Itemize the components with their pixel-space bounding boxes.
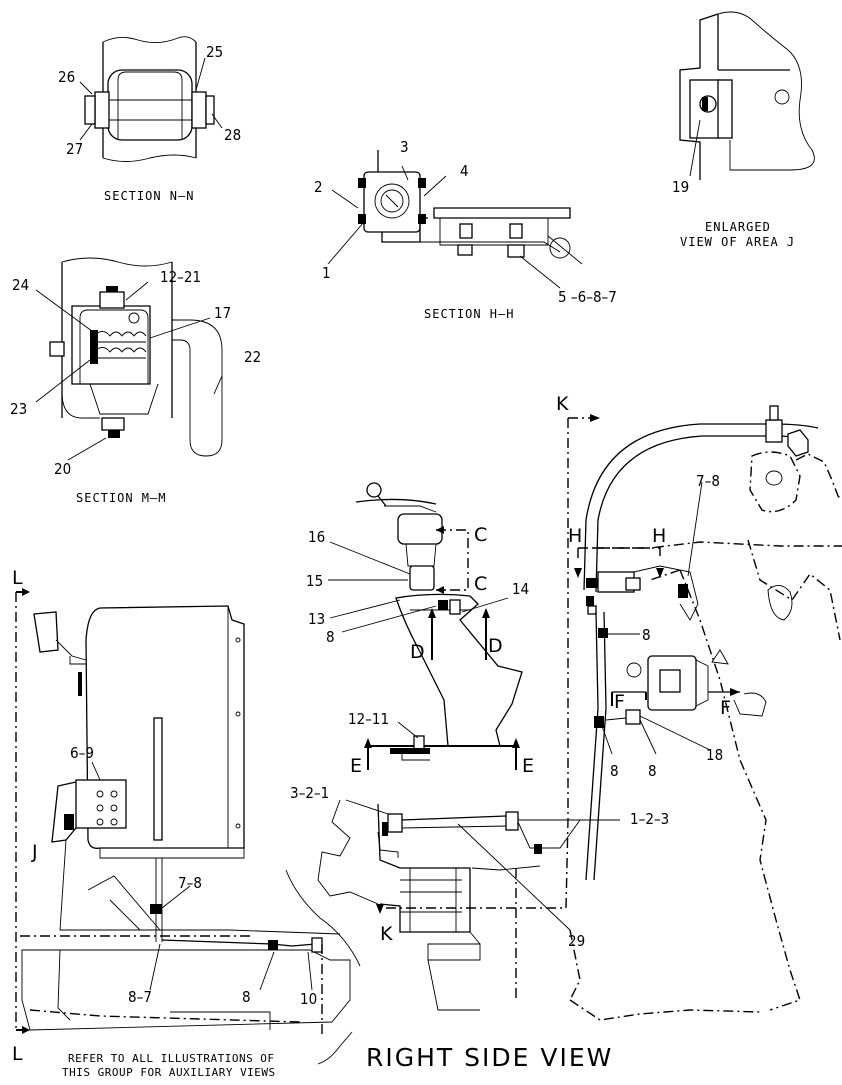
section-mark-d-left: D <box>410 641 425 663</box>
right-side-lower-center: K K 3–2–1 1–2–3 29 <box>290 393 669 1011</box>
section-mark-f-right: F <box>720 697 731 719</box>
section-mark-l-top: L <box>12 567 23 589</box>
callout-18: 18 <box>706 746 723 764</box>
callout-1-2-3: 1–2–3 <box>630 810 669 828</box>
callout-19: 19 <box>672 178 689 196</box>
callout-17: 17 <box>214 304 231 322</box>
callout-25: 25 <box>206 43 223 61</box>
view-title: RIGHT SIDE VIEW <box>366 1043 613 1072</box>
section-mark-j: J <box>31 841 38 863</box>
callout-3: 3 <box>400 138 409 156</box>
section-mark-f-left: F <box>614 691 625 713</box>
section-mark-k-top: K <box>556 393 569 415</box>
callout-10: 10 <box>300 990 317 1008</box>
callout-7-8-lower: 7–8 <box>178 874 202 892</box>
section-mark-e-right: E <box>522 755 534 777</box>
callout-7-8-upper: 7–8 <box>696 472 720 490</box>
bottom-labels: REFER TO ALL ILLUSTRATIONS OF THIS GROUP… <box>62 1031 613 1079</box>
callout-27: 27 <box>66 140 83 158</box>
section-mark-k-bottom: K <box>380 923 393 945</box>
section-mark-c-bottom: C <box>474 573 487 595</box>
section-mark-h-right: H <box>652 525 666 547</box>
callout-23: 23 <box>10 400 27 418</box>
callout-29: 29 <box>568 932 585 950</box>
reference-note-line1: REFER TO ALL ILLUSTRATIONS OF <box>68 1052 275 1065</box>
callout-28: 28 <box>224 126 241 144</box>
reference-note-line2: THIS GROUP FOR AUXILIARY VIEWS <box>62 1066 276 1079</box>
callout-4: 4 <box>460 162 469 180</box>
enlarged-j-view: 19 ENLARGED VIEW OF AREA J <box>672 11 815 249</box>
callout-2: 2 <box>314 178 323 196</box>
callout-15: 15 <box>306 572 323 590</box>
section-mm-caption: SECTION M–M <box>76 491 166 505</box>
enlarged-j-caption-2: VIEW OF AREA J <box>680 235 795 249</box>
section-hh-caption: SECTION H–H <box>424 307 514 321</box>
callout-13: 13 <box>308 610 325 628</box>
callout-8-lower: 8 <box>242 988 251 1006</box>
callout-16: 16 <box>308 528 325 546</box>
callout-3-2-1: 3–2–1 <box>290 784 329 802</box>
right-side-left-machine: L L J 6–9 <box>12 567 361 1065</box>
callout-12-21: 12–21 <box>160 268 201 286</box>
section-hh-view: 3 2 4 1 5 –6–8–7 SECTION H–H <box>314 138 617 321</box>
callout-14: 14 <box>512 580 529 598</box>
callout-26: 26 <box>58 68 75 86</box>
callout-12-11: 12–11 <box>348 710 389 728</box>
callout-22: 22 <box>244 348 261 366</box>
right-side-right-machine: H H F F 7–8 8 8 8 18 <box>568 405 842 1021</box>
section-mark-d-right: D <box>488 635 503 657</box>
callout-20: 20 <box>54 460 71 478</box>
right-side-steering: C C D D E E 16 15 13 14 8 12–11 <box>306 482 534 777</box>
callout-8-console: 8 <box>326 628 335 646</box>
section-nn-caption: SECTION N–N <box>104 189 194 203</box>
section-nn-view: 26 25 27 28 SECTION N–N <box>58 36 241 203</box>
callout-1: 1 <box>322 264 331 282</box>
callout-8-right-b: 8 <box>610 762 619 780</box>
enlarged-j-caption-1: ENLARGED <box>705 220 771 234</box>
section-mark-c-top: C <box>474 524 487 546</box>
section-mark-e-left: E <box>350 755 362 777</box>
callout-8-right-a: 8 <box>642 626 651 644</box>
callout-8-7: 8–7 <box>128 988 152 1006</box>
callout-5-6-8-7: 5 –6–8–7 <box>558 288 617 306</box>
section-mm-view: 24 12–21 17 22 23 20 SECTION M–M <box>10 257 261 505</box>
callout-6-9: 6–9 <box>70 744 94 762</box>
callout-24: 24 <box>12 276 29 294</box>
section-mark-h-left: H <box>568 525 582 547</box>
callout-8-right-c: 8 <box>648 762 657 780</box>
section-mark-l-bottom: L <box>12 1043 23 1065</box>
